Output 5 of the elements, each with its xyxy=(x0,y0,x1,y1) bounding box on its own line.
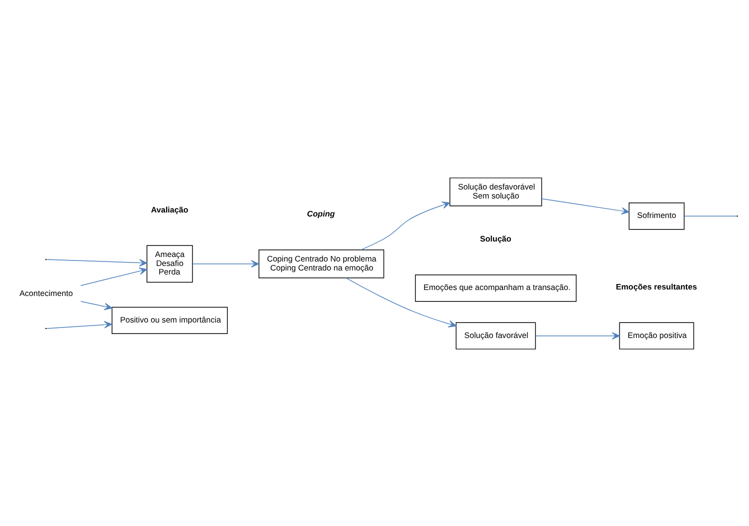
label: Solução xyxy=(480,234,512,244)
label: Avaliação xyxy=(150,204,188,214)
node-text: Acontecimento xyxy=(20,288,73,298)
label: Emoções resultantes xyxy=(616,282,697,291)
label: Coping xyxy=(307,209,335,218)
